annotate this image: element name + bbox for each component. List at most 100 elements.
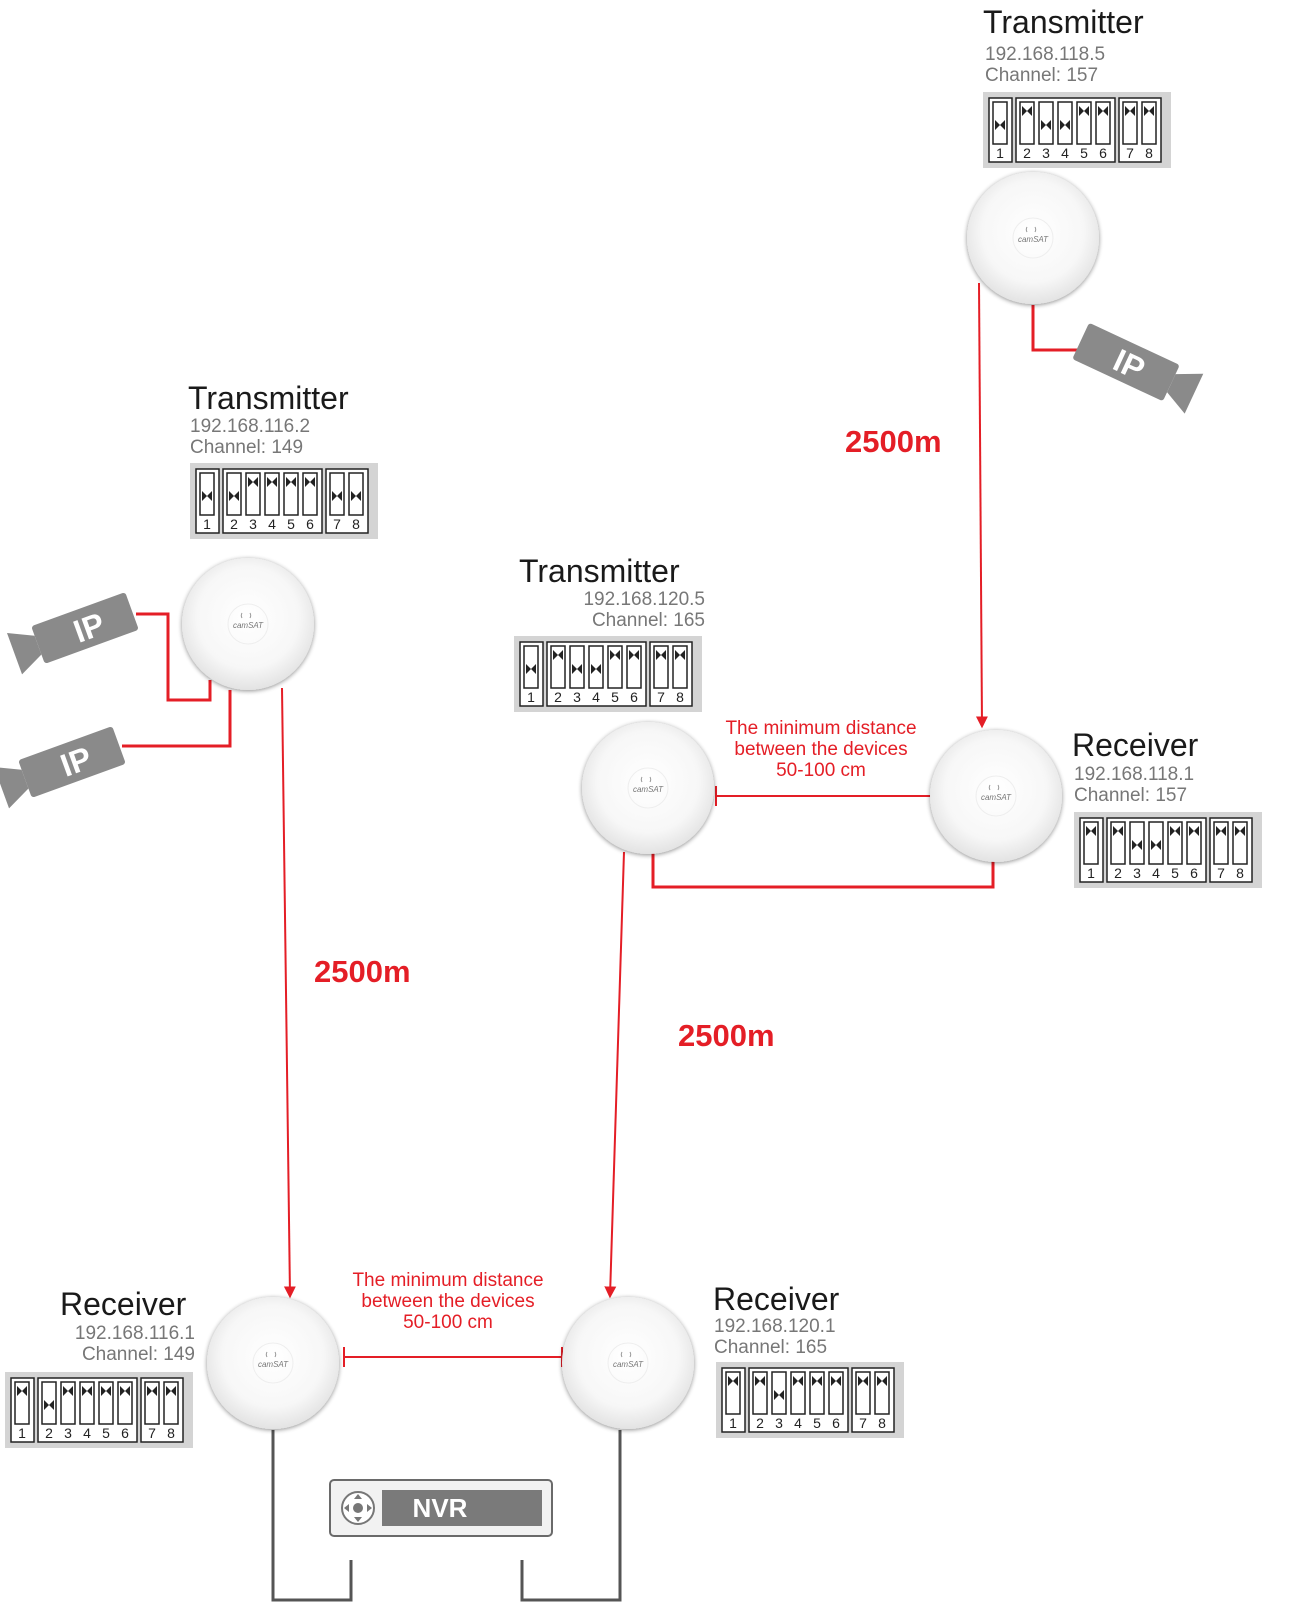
svg-text:6: 6 (306, 516, 314, 532)
svg-text:8: 8 (1145, 145, 1153, 161)
svg-text:3: 3 (573, 689, 581, 705)
brand-logo: camSAT (233, 621, 264, 630)
svg-text:7: 7 (148, 1425, 156, 1441)
svg-text:5: 5 (813, 1415, 821, 1431)
distance-label-left: 2500m (314, 954, 411, 989)
svg-text:5: 5 (1080, 145, 1088, 161)
svg-text:8: 8 (352, 516, 360, 532)
wireless-links (281, 282, 988, 1299)
svg-text:7: 7 (859, 1415, 867, 1431)
svg-text:4: 4 (268, 516, 276, 532)
svg-text:2: 2 (45, 1425, 53, 1441)
access-point-rx-right: camSAT (930, 730, 1062, 862)
tx-left-channel: Channel: 149 (190, 437, 304, 458)
rx-right-channel: Channel: 157 (1074, 785, 1188, 806)
brand-logo: camSAT (613, 1360, 644, 1369)
svg-text:3: 3 (1042, 145, 1050, 161)
svg-text:4: 4 (794, 1415, 802, 1431)
svg-text:5: 5 (611, 689, 619, 705)
wifi-icon (620, 1351, 632, 1358)
access-point-rx-mid: camSAT (562, 1297, 694, 1429)
rx-mid-channel: Channel: 165 (714, 1337, 828, 1358)
nvr-device: NVR (329, 1479, 553, 1537)
link-line-left (281, 687, 296, 1299)
min-distance-label-bottom: The minimum distance between the devices… (313, 1270, 583, 1333)
svg-text:8: 8 (676, 689, 684, 705)
camera-cables (122, 305, 1080, 889)
rx-right-title: Receiver (1072, 727, 1199, 763)
tx-top-channel: Channel: 157 (985, 65, 1099, 86)
svg-text:6: 6 (1099, 145, 1107, 161)
nvr-label: NVR (413, 1493, 468, 1523)
min-distance-line2: between the devices (361, 1291, 535, 1312)
svg-text:1: 1 (527, 689, 535, 705)
wifi-icon (265, 1351, 277, 1358)
rx-mid-ip: 192.168.120.1 (714, 1316, 836, 1337)
svg-text:4: 4 (1061, 145, 1069, 161)
svg-text:3: 3 (249, 516, 257, 532)
svg-text:3: 3 (1133, 865, 1141, 881)
svg-text:4: 4 (1152, 865, 1160, 881)
svg-text:7: 7 (657, 689, 665, 705)
ip-camera-icon: IP (6, 592, 138, 675)
tx-mid-title: Transmitter (519, 553, 680, 589)
svg-text:5: 5 (1171, 865, 1179, 881)
svg-text:1: 1 (18, 1425, 26, 1441)
svg-text:1: 1 (1087, 865, 1095, 881)
brand-logo: camSAT (1018, 235, 1049, 244)
tx-top-title: Transmitter (983, 4, 1144, 40)
min-distance-line1: The minimum distance (725, 718, 917, 739)
distance-label-top: 2500m (845, 424, 942, 459)
ip-camera-icon: IP (0, 726, 125, 809)
svg-text:8: 8 (1236, 865, 1244, 881)
brand-logo: camSAT (258, 1360, 289, 1369)
svg-text:1: 1 (996, 145, 1004, 161)
link-line-top (975, 282, 988, 729)
tx-mid-channel: Channel: 165 (591, 610, 705, 631)
svg-text:1: 1 (729, 1415, 737, 1431)
access-point-rx-left: camSAT (207, 1297, 339, 1429)
svg-text:6: 6 (121, 1425, 129, 1441)
min-distance-line2: between the devices (734, 739, 908, 760)
wifi-icon (988, 784, 1000, 791)
svg-text:2: 2 (554, 689, 562, 705)
access-point-tx-left: camSAT (182, 558, 314, 690)
tx-top-ip: 192.168.118.5 (985, 44, 1106, 65)
brand-logo: camSAT (633, 785, 664, 794)
svg-text:6: 6 (630, 689, 638, 705)
min-distance-line3: 50-100 cm (776, 760, 866, 781)
svg-text:8: 8 (878, 1415, 886, 1431)
svg-text:5: 5 (287, 516, 295, 532)
svg-text:2: 2 (756, 1415, 764, 1431)
svg-text:6: 6 (832, 1415, 840, 1431)
tx-mid-ip: 192.168.120.5 (583, 589, 705, 610)
access-point-tx-top: camSAT (967, 172, 1099, 304)
svg-text:2: 2 (1023, 145, 1031, 161)
svg-text:1: 1 (203, 516, 211, 532)
distance-label-mid: 2500m (678, 1018, 775, 1053)
svg-text:7: 7 (1126, 145, 1134, 161)
ip-camera-icon: IP (1073, 323, 1204, 414)
min-distance-line1: The minimum distance (352, 1270, 544, 1291)
access-point-tx-mid: camSAT (582, 722, 714, 854)
svg-text:3: 3 (775, 1415, 783, 1431)
min-distance-line3: 50-100 cm (403, 1312, 493, 1333)
svg-text:4: 4 (83, 1425, 91, 1441)
svg-text:2: 2 (1114, 865, 1122, 881)
svg-text:4: 4 (592, 689, 600, 705)
wifi-icon (640, 776, 652, 783)
tx-left-title: Transmitter (188, 380, 349, 416)
rx-right-ip: 192.168.118.1 (1074, 764, 1195, 785)
brand-logo: camSAT (981, 793, 1012, 802)
min-distance-label-top: The minimum distance between the devices… (686, 718, 956, 781)
svg-text:7: 7 (333, 516, 341, 532)
svg-text:8: 8 (167, 1425, 175, 1441)
wifi-icon (1025, 226, 1037, 233)
svg-text:6: 6 (1190, 865, 1198, 881)
svg-text:2: 2 (230, 516, 238, 532)
svg-text:7: 7 (1217, 865, 1225, 881)
